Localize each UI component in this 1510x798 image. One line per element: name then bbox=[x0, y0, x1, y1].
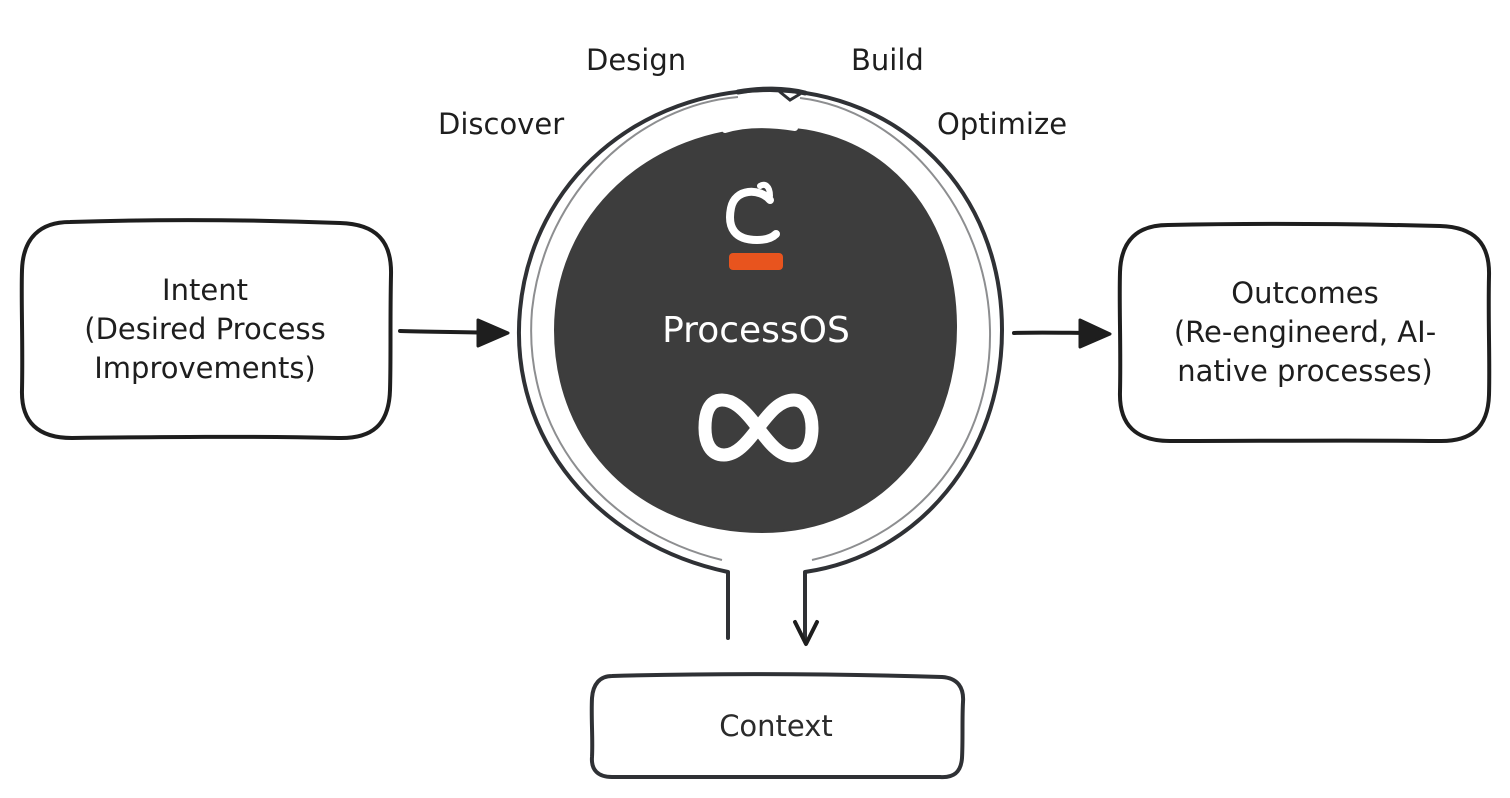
infinity-icon bbox=[698, 393, 819, 463]
intent-box: Intent (Desired Process Improvements) bbox=[19, 218, 394, 441]
outcomes-line-2: (Re-engineerd, AI- bbox=[1174, 315, 1436, 349]
context-box: Context bbox=[589, 672, 966, 780]
intent-to-core-arrow bbox=[398, 318, 510, 348]
phase-build-label: Build bbox=[851, 43, 924, 77]
core-title: ProcessOS bbox=[662, 310, 850, 351]
outcomes-box: Outcomes (Re-engineerd, AI- native proce… bbox=[1117, 221, 1492, 444]
outcomes-title: Outcomes bbox=[1231, 276, 1378, 310]
intent-line-2: (Desired Process bbox=[84, 312, 325, 346]
intent-line-3: Improvements) bbox=[94, 351, 316, 385]
intent-title: Intent bbox=[162, 273, 248, 307]
phase-design-label: Design bbox=[586, 43, 686, 77]
phase-discover-label: Discover bbox=[438, 107, 564, 141]
processos-core: ProcessOS bbox=[553, 122, 958, 534]
core-to-outcomes-arrow bbox=[1012, 318, 1112, 349]
process-loop-ring bbox=[516, 86, 1004, 646]
outcomes-line-3: native processes) bbox=[1177, 354, 1433, 388]
phase-optimize-label: Optimize bbox=[937, 107, 1067, 141]
c-logo-icon bbox=[726, 181, 783, 270]
context-label: Context bbox=[719, 709, 833, 743]
